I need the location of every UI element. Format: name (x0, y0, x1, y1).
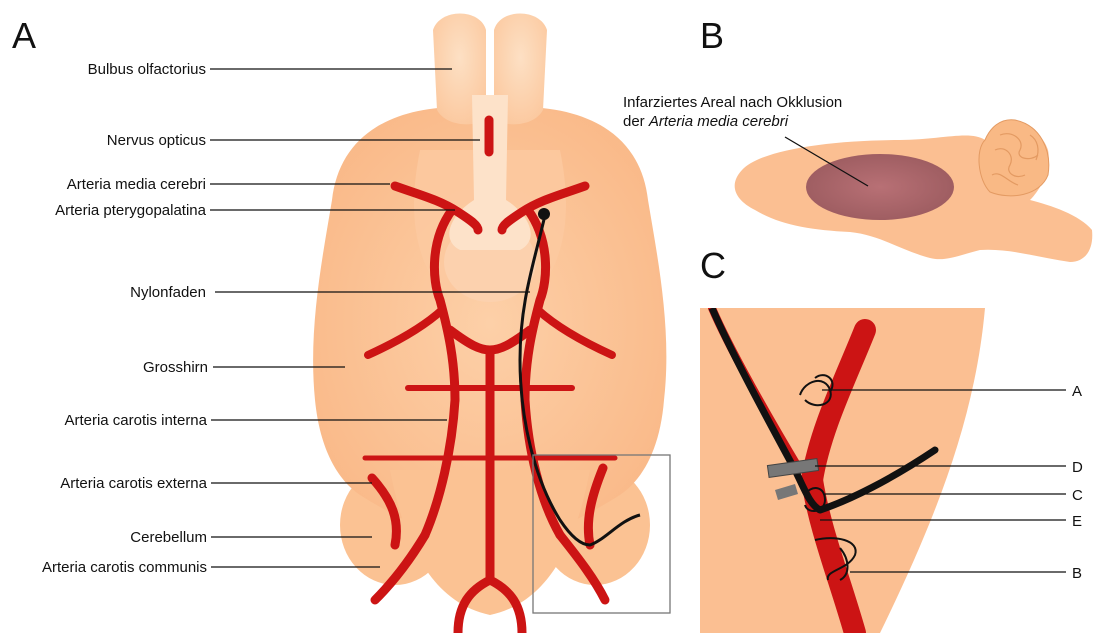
thread-tip (538, 208, 550, 220)
panel-letter-b: B (700, 15, 724, 56)
infarct-label-line1: Infarziertes Areal nach Okklusion (623, 94, 842, 111)
panel-a-labels: Bulbus olfactorius Nervus opticus Arteri… (42, 61, 208, 576)
panel-letter-c: C (700, 245, 726, 286)
label-nervus-opticus: Nervus opticus (107, 132, 206, 149)
label-bulbus-olfactorius: Bulbus olfactorius (88, 61, 206, 78)
label-arteria-media-cerebri: Arteria media cerebri (67, 176, 206, 193)
label-arteria-carotis-externa: Arteria carotis externa (60, 475, 207, 492)
panel-b: B Infarziertes Areal nach Okklusion der … (623, 15, 1092, 262)
label-arteria-carotis-communis: Arteria carotis communis (42, 559, 207, 576)
label-c-b: B (1072, 565, 1082, 582)
label-grosshirn: Grosshirn (143, 359, 208, 376)
label-arteria-carotis-interna: Arteria carotis interna (64, 412, 207, 429)
label-nylonfaden: Nylonfaden (130, 284, 206, 301)
infarct-label-italic: Arteria media cerebri (648, 113, 789, 130)
panel-a: A Bulbus olfactorius Nervus opticus Arte… (12, 14, 670, 633)
panel-c: C (700, 245, 1083, 633)
label-cerebellum: Cerebellum (130, 529, 207, 546)
label-c-a: A (1072, 383, 1082, 400)
cerebellum-sagittal (979, 120, 1049, 196)
label-c-e: E (1072, 513, 1082, 530)
infarct-label-line2: der Arteria media cerebri (623, 113, 789, 130)
label-c-c: C (1072, 487, 1083, 504)
infarct-area (806, 154, 954, 220)
panel-letter-a: A (12, 15, 36, 56)
label-c-d: D (1072, 459, 1083, 476)
label-arteria-pterygopalatina: Arteria pterygopalatina (55, 202, 207, 219)
panel-c-labels: A D C E B (1072, 383, 1083, 582)
infarct-label-prefix: der (623, 113, 649, 130)
